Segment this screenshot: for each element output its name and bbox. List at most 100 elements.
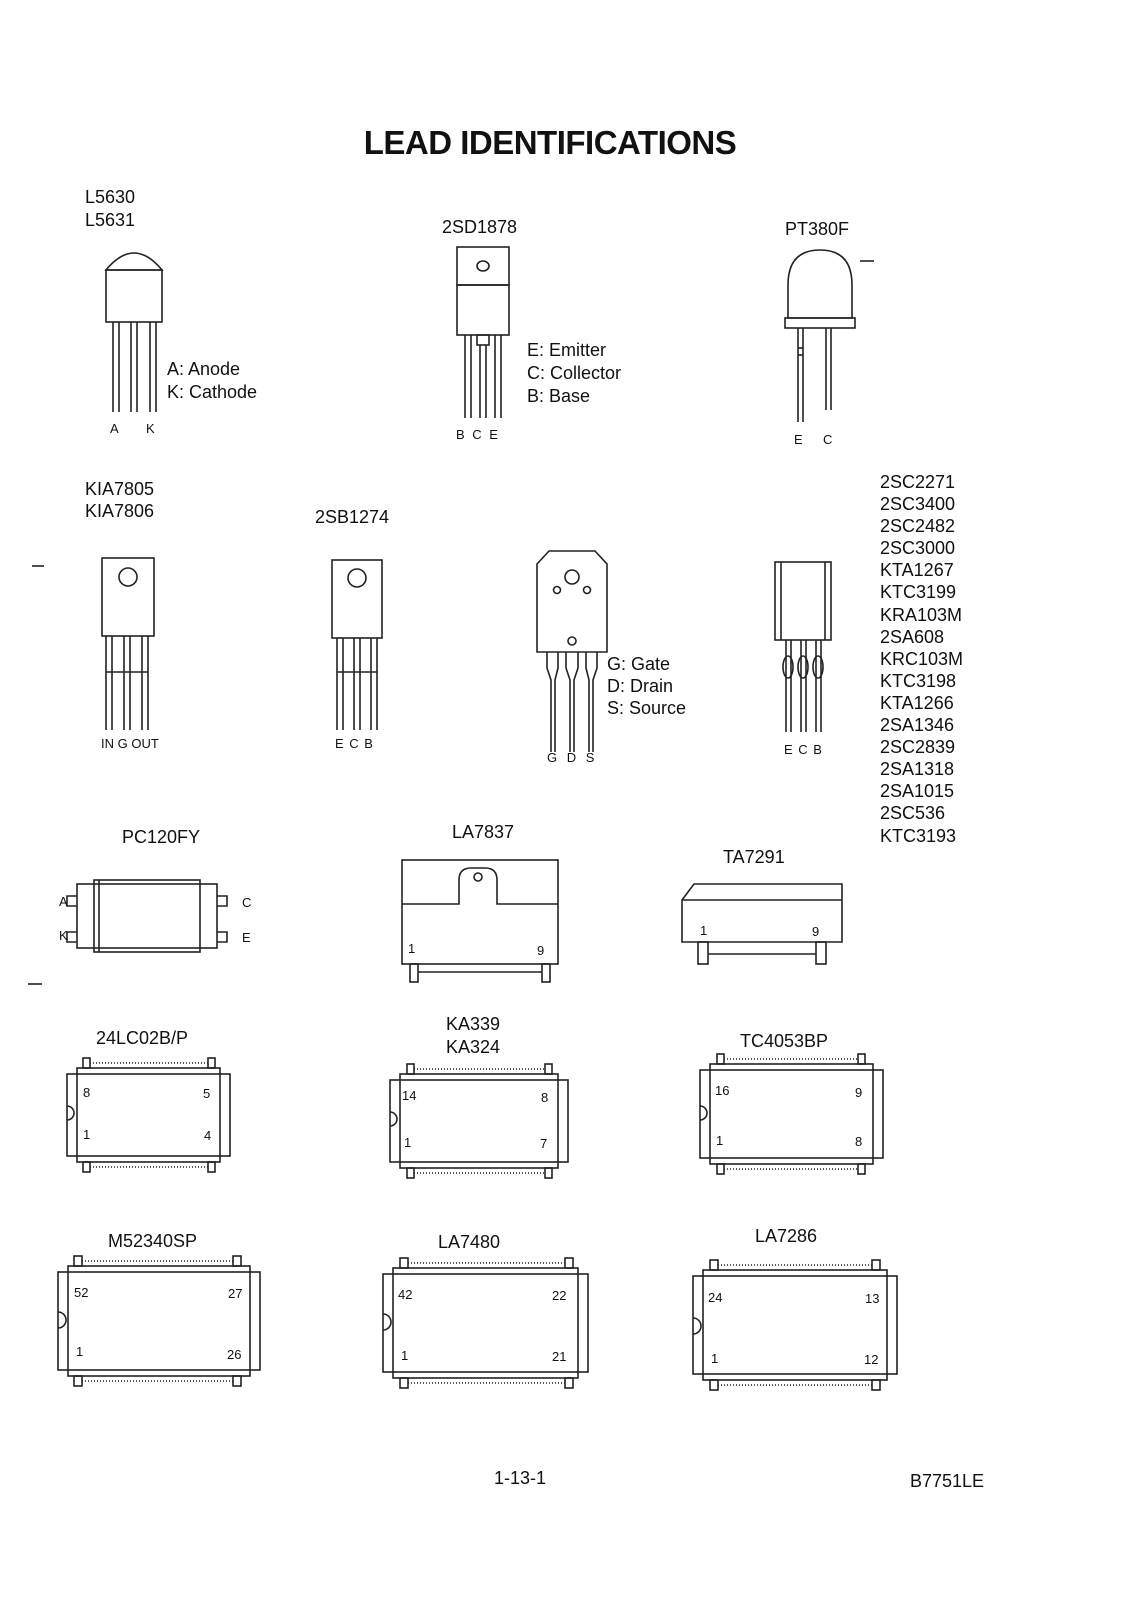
list-item: 2SC2482 — [880, 516, 956, 537]
pin-label: IN G OUT — [101, 736, 159, 751]
legend-text: S: Source — [607, 698, 687, 718]
list-item: KTC3193 — [880, 825, 957, 846]
regulator-kia7805-drawing — [101, 557, 155, 730]
part-name: TC4053BP — [740, 1031, 829, 1051]
legend-text: D: Drain — [607, 676, 674, 696]
pin-label: C — [823, 432, 833, 447]
part-name: LA7837 — [452, 822, 515, 842]
pin-label: 1 — [76, 1344, 84, 1359]
pin-label: 8 — [83, 1085, 91, 1100]
part-name: TA7291 — [723, 847, 785, 867]
part-name: L5630 — [85, 187, 136, 207]
part-name: 2SD1878 — [442, 217, 518, 237]
pin-label: 24 — [708, 1290, 723, 1305]
ic-tc4053-drawing — [699, 1053, 884, 1175]
pin-label: E — [794, 432, 803, 447]
photocoupler-pc120fy-drawing — [66, 879, 228, 953]
pin-label: 1 — [700, 923, 708, 938]
list-item: 2SA1015 — [880, 781, 955, 802]
pin-label: A — [59, 894, 68, 909]
pin-label: 1 — [401, 1348, 409, 1363]
part-name: 24LC02B/P — [96, 1028, 189, 1048]
pin-label: 9 — [855, 1085, 863, 1100]
part-name: PT380F — [785, 219, 850, 239]
list-item: KTC3199 — [880, 582, 957, 603]
pin-label: 1 — [83, 1127, 91, 1142]
legend-text: A: Anode — [167, 359, 241, 379]
pin-label: 1 — [716, 1133, 724, 1148]
ic-la7286-drawing — [692, 1259, 898, 1391]
pin-label: E C B — [784, 742, 823, 757]
list-item: 2SA608 — [880, 626, 945, 647]
legend-text: K: Cathode — [167, 382, 258, 402]
transistor-2sd1878-drawing — [456, 246, 510, 418]
list-item: KRA103M — [880, 604, 963, 625]
scan-marks — [28, 565, 44, 985]
pin-label: 52 — [74, 1285, 89, 1300]
pin-label: A — [110, 421, 119, 436]
pin-label: K — [146, 421, 155, 436]
pin-label: 16 — [715, 1083, 730, 1098]
pin-label: B C E — [456, 427, 500, 442]
part-name: 2SB1274 — [315, 507, 390, 527]
pin-label: E — [242, 930, 251, 945]
pin-label: 5 — [203, 1086, 211, 1101]
list-item: 2SC536 — [880, 803, 946, 824]
part-name: KA324 — [446, 1037, 501, 1057]
list-item: KRC103M — [880, 648, 964, 669]
pin-label: 4 — [204, 1128, 212, 1143]
pin-label: 26 — [227, 1347, 242, 1362]
list-item: 2SA1318 — [880, 759, 955, 780]
list-item: KTC3198 — [880, 670, 957, 691]
pin-label: 27 — [228, 1286, 243, 1301]
pin-label: 1 — [408, 941, 416, 956]
ic-ta7291-drawing — [681, 883, 843, 965]
list-item: 2SC3400 — [880, 494, 956, 515]
legend-text: C: Collector — [527, 363, 622, 383]
pin-label: 9 — [537, 943, 545, 958]
pin-label: 12 — [864, 1352, 879, 1367]
small-transistor-drawing — [774, 561, 832, 732]
list-item: 2SC3000 — [880, 538, 956, 559]
ic-la7480-drawing — [382, 1257, 589, 1389]
pin-label: 8 — [855, 1134, 863, 1149]
legend-text: B: Base — [527, 386, 591, 406]
list-item: 2SA1346 — [880, 715, 955, 736]
pin-label: C — [242, 895, 252, 910]
pin-label: 1 — [404, 1135, 412, 1150]
transistor-part-list: 2SC2271 2SC3400 2SC2482 2SC3000 KTA1267 … — [880, 471, 990, 847]
pin-label: 21 — [552, 1349, 567, 1364]
page-number: 1-13-1 — [494, 1468, 547, 1488]
list-item: KTA1267 — [880, 560, 954, 581]
pin-label: 42 — [398, 1287, 413, 1302]
list-item: KTA1266 — [880, 692, 954, 713]
led-l5630-drawing — [104, 252, 164, 412]
pin-label: 1 — [711, 1351, 719, 1366]
ic-la7837-drawing — [401, 859, 559, 983]
part-name: PC120FY — [122, 827, 201, 847]
legend-text: G: Gate — [607, 654, 671, 674]
ic-ka339-drawing — [389, 1063, 569, 1179]
pin-label: 22 — [552, 1288, 567, 1303]
legend-text: E: Emitter — [527, 340, 607, 360]
part-name: LA7480 — [438, 1232, 501, 1252]
part-name: L5631 — [85, 210, 136, 230]
part-name: M52340SP — [108, 1231, 198, 1251]
part-name: KA339 — [446, 1014, 501, 1034]
ic-24lc02b-drawing — [66, 1057, 231, 1173]
pin-label: 8 — [541, 1090, 549, 1105]
pin-label: 7 — [540, 1136, 548, 1151]
pin-label: E C B — [335, 736, 374, 751]
list-item: 2SC2271 — [880, 472, 956, 492]
ic-m52340sp-drawing — [57, 1255, 261, 1387]
page-title: LEAD IDENTIFICATIONS — [363, 124, 737, 161]
pin-label: 14 — [402, 1088, 417, 1103]
pin-label: K — [59, 928, 68, 943]
part-name: KIA7805 — [85, 479, 155, 499]
list-item: 2SC2839 — [880, 737, 956, 758]
document-code: B7751LE — [910, 1471, 985, 1491]
fet-drawing — [536, 550, 608, 752]
transistor-2sb1274-drawing — [331, 559, 383, 730]
